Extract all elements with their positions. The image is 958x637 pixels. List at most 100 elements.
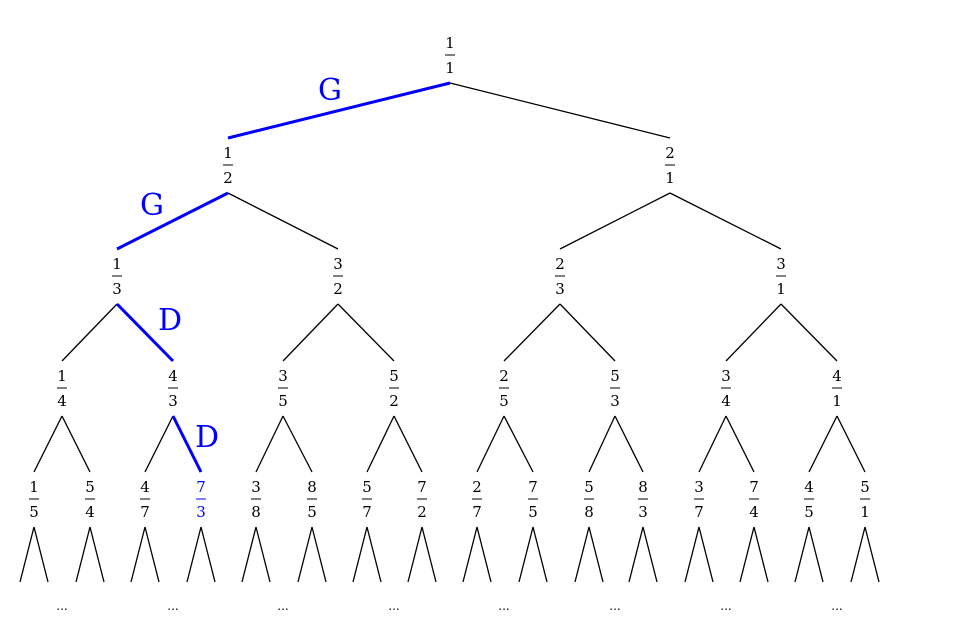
fraction-numerator: 2: [472, 478, 482, 496]
fraction-numerator: 3: [251, 478, 261, 496]
tree-edge: [588, 415, 616, 473]
tree-edge-stub: [588, 526, 604, 583]
fraction-denominator: 3: [168, 392, 178, 410]
tree-edge-stub: [33, 526, 49, 583]
tree-edge-stub: [19, 526, 35, 583]
fraction-denominator: 5: [804, 503, 814, 521]
tree-edge-stub: [684, 526, 700, 583]
tree-edge-stub: [352, 526, 368, 583]
fraction-numerator: 3: [278, 367, 288, 385]
fraction-denominator: 1: [776, 280, 786, 298]
tree-edge: [503, 303, 561, 362]
fraction-numerator: 2: [665, 144, 675, 162]
fraction-denominator: 8: [584, 503, 594, 521]
fraction-numerator: 5: [860, 478, 870, 496]
fraction-denominator: 8: [251, 503, 261, 521]
tree-edge-stub: [628, 526, 644, 583]
tree-edge-stub: [311, 526, 327, 583]
tree-edge-stub: [75, 526, 91, 583]
fraction-numerator: 7: [417, 478, 427, 496]
tree-edge-stub: [421, 526, 437, 583]
fraction-numerator: 2: [555, 255, 565, 273]
tree-edge-stub: [200, 526, 216, 583]
tree-edge: [725, 415, 755, 473]
fraction-denominator: 7: [472, 503, 482, 521]
fraction-numerator: 7: [196, 478, 206, 496]
fraction-numerator: 1: [223, 144, 233, 162]
fraction-numerator: 3: [333, 255, 343, 273]
tree-edge-stub: [739, 526, 755, 583]
fraction-denominator: 4: [57, 392, 67, 410]
tree-edge: [836, 415, 866, 473]
fraction-numerator: 5: [389, 367, 399, 385]
fraction-denominator: 3: [638, 503, 648, 521]
tree-edge: [503, 415, 534, 473]
fraction-numerator: 1: [112, 255, 122, 273]
fraction-numerator: 7: [528, 478, 538, 496]
tree-edge: [282, 303, 339, 362]
tree-edge: [61, 303, 118, 362]
highlighted-edge: [115, 302, 175, 363]
highlighted-edge: [227, 81, 451, 140]
tree-edge: [255, 415, 284, 473]
fraction-denominator: 5: [307, 503, 317, 521]
edge-label: G: [318, 73, 342, 108]
tree-edge-stub: [753, 526, 769, 583]
fraction-numerator: 5: [362, 478, 372, 496]
fraction-numerator: 2: [499, 367, 509, 385]
fraction-denominator: 1: [860, 503, 870, 521]
tree-edge-stub: [642, 526, 658, 583]
fraction-numerator: 4: [168, 367, 178, 385]
fraction-denominator: 1: [445, 59, 455, 77]
fraction-denominator: 3: [112, 280, 122, 298]
fraction-denominator: 7: [694, 503, 704, 521]
fraction-denominator: 1: [665, 169, 675, 187]
tree-edge: [449, 82, 671, 139]
tree-edge: [337, 303, 395, 362]
tree-edge: [144, 415, 174, 473]
fraction-numerator: 1: [445, 34, 455, 52]
fraction-numerator: 3: [694, 478, 704, 496]
tree-edge: [669, 192, 782, 250]
tree-edge-stub: [698, 526, 714, 583]
fraction-numerator: 4: [804, 478, 814, 496]
tree-edge: [614, 415, 644, 473]
fraction-denominator: 2: [417, 503, 427, 521]
tree-edge-stub: [297, 526, 313, 583]
tree-edge: [61, 415, 91, 473]
tree-edge-stub: [144, 526, 160, 583]
fraction-denominator: 7: [362, 503, 372, 521]
fraction-numerator: 8: [638, 478, 648, 496]
fraction-numerator: 8: [307, 478, 317, 496]
tree-edge: [366, 415, 395, 473]
tree-edge-stub: [130, 526, 146, 583]
fraction-denominator: 3: [196, 503, 206, 521]
fraction-numerator: 7: [749, 478, 759, 496]
tree-edge: [725, 303, 782, 362]
fraction-denominator: 3: [610, 392, 620, 410]
tree-edge: [780, 303, 838, 362]
fraction-numerator: 4: [832, 367, 842, 385]
edge-label: G: [140, 188, 164, 223]
ellipsis: ...: [277, 599, 288, 613]
tree-edge: [33, 415, 63, 473]
tree-edge: [393, 415, 423, 473]
fraction-denominator: 5: [499, 392, 509, 410]
tree-edge-stub: [89, 526, 105, 583]
highlighted-edge: [116, 191, 229, 251]
fraction-numerator: 4: [140, 478, 150, 496]
tree-edge-stub: [794, 526, 810, 583]
ellipsis: ...: [388, 599, 399, 613]
fraction-denominator: 2: [389, 392, 399, 410]
tree-edge-stub: [366, 526, 382, 583]
fraction-numerator: 1: [29, 478, 39, 496]
fraction-denominator: 4: [85, 503, 95, 521]
tree-edge-stub: [574, 526, 590, 583]
fraction-numerator: 3: [776, 255, 786, 273]
tree-edge-stub: [241, 526, 257, 583]
tree-edge-stub: [462, 526, 478, 583]
ellipsis: ...: [498, 599, 509, 613]
ellipsis: ...: [56, 599, 67, 613]
